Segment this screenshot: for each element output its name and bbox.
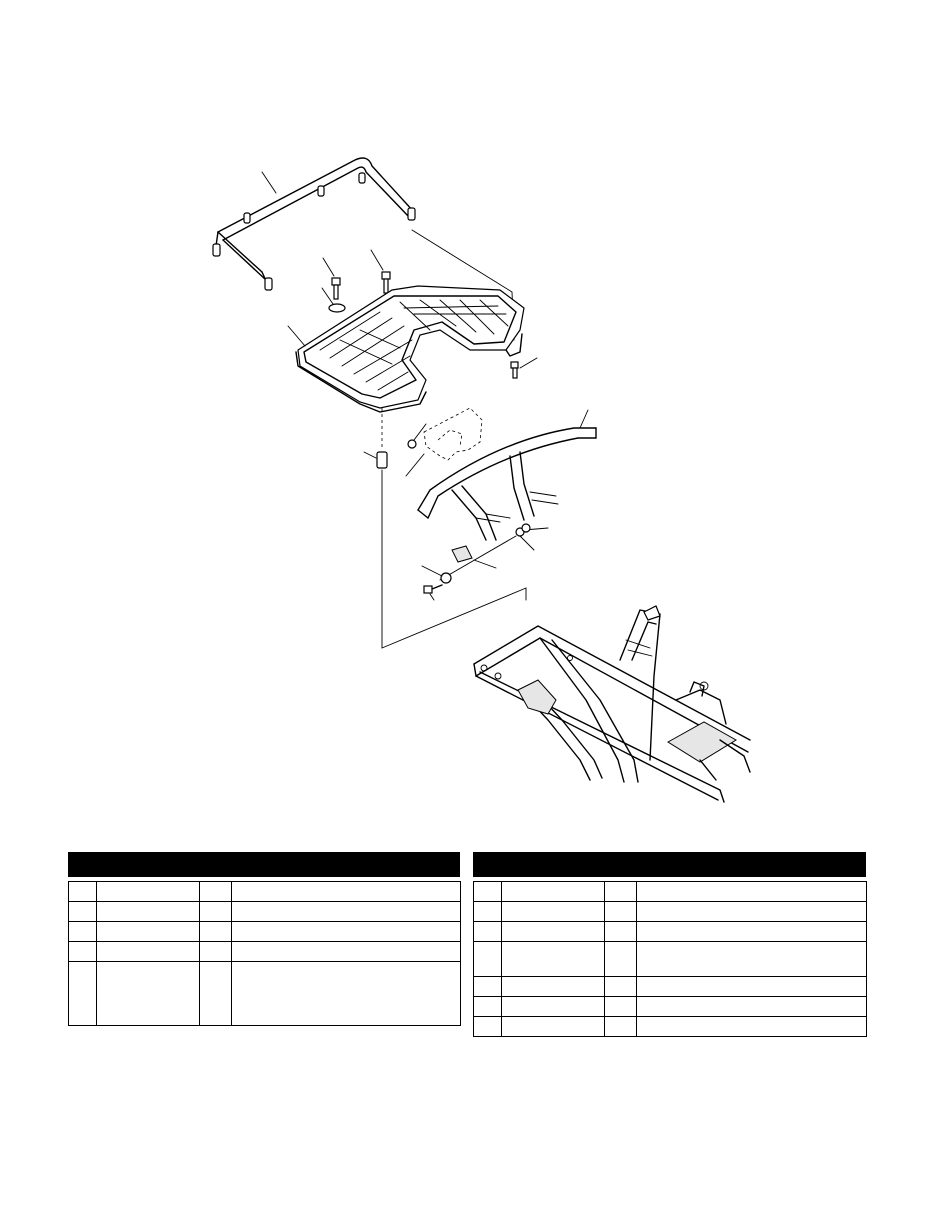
part-no-cell — [501, 881, 605, 902]
leader-washer-lower — [421, 565, 443, 577]
leader-collar — [363, 451, 377, 459]
part-no-cell — [96, 881, 200, 902]
nut-stay — [521, 523, 531, 533]
right-parts-table — [473, 881, 867, 1037]
washer-lower — [440, 572, 452, 584]
ref-cell — [473, 921, 502, 942]
leader-bolt-upper-left — [322, 257, 335, 277]
plate — [451, 545, 473, 563]
description-cell — [636, 1016, 867, 1037]
table-row — [473, 996, 867, 1017]
ref-cell — [473, 941, 502, 977]
qty-cell — [604, 941, 637, 977]
bolt-upper-right — [381, 271, 391, 294]
table-row — [473, 921, 867, 942]
part-no-cell — [501, 1016, 605, 1037]
leader-rack-stay — [579, 409, 589, 429]
description-cell — [231, 901, 461, 922]
table-row — [473, 1016, 867, 1037]
ref-cell — [68, 881, 97, 902]
ref-cell — [68, 901, 97, 922]
part-no-cell — [96, 901, 200, 922]
rear-rack — [295, 285, 525, 413]
part-no-cell — [96, 921, 200, 942]
table-row — [473, 881, 867, 902]
leader-nut-stay — [519, 535, 535, 551]
part-no-cell — [501, 921, 605, 942]
description-cell — [636, 996, 867, 1017]
bolt-rack-right — [510, 361, 519, 379]
bolt-upper-left — [331, 277, 341, 300]
description-cell — [231, 941, 461, 962]
leader-cover-bracket — [405, 453, 425, 477]
fastener-axis — [439, 535, 517, 581]
qty-cell — [604, 921, 637, 942]
description-cell — [636, 976, 867, 997]
part-no-cell — [96, 941, 200, 962]
description-cell — [231, 881, 461, 902]
leader-bolt-lower — [429, 593, 435, 601]
leader-bolt-rack-right — [519, 357, 538, 369]
description-cell — [636, 921, 867, 942]
cover-bracket — [423, 407, 483, 461]
bolt-lower — [423, 584, 443, 594]
description-cell — [636, 941, 867, 977]
part-no-cell — [501, 901, 605, 922]
description-cell — [231, 961, 461, 1026]
ref-cell — [473, 881, 502, 902]
leader-plate — [473, 559, 497, 569]
qty-cell — [604, 881, 637, 902]
alignment-line-collar — [381, 469, 527, 649]
vehicle-frame — [473, 605, 751, 803]
qty-cell — [199, 961, 232, 1026]
right-table-header — [473, 852, 866, 877]
table-row — [68, 881, 461, 902]
ref-cell — [68, 921, 97, 942]
exploded-parts-diagram — [212, 157, 751, 803]
leader-nut-bracket — [413, 423, 427, 441]
left-table-header — [68, 852, 460, 877]
ref-cell — [68, 961, 97, 1026]
part-no-cell — [501, 976, 605, 997]
leader-washer-upper — [321, 287, 334, 305]
part-no-cell — [501, 941, 605, 977]
table-row — [473, 976, 867, 997]
part-no-cell — [96, 961, 200, 1026]
ref-cell — [473, 996, 502, 1017]
qty-cell — [199, 881, 232, 902]
ref-cell — [68, 941, 97, 962]
qty-cell — [199, 921, 232, 942]
qty-cell — [604, 996, 637, 1017]
rack-stay — [417, 427, 597, 541]
table-row — [68, 901, 461, 922]
table-row — [473, 901, 867, 922]
part-no-cell — [501, 996, 605, 1017]
leader-bolt-upper-right — [370, 249, 384, 271]
leader-rear-rack — [287, 325, 306, 347]
left-parts-table — [68, 881, 461, 1026]
description-cell — [636, 901, 867, 922]
qty-cell — [604, 976, 637, 997]
qty-cell — [604, 901, 637, 922]
table-row — [473, 941, 867, 977]
ref-cell — [473, 1016, 502, 1037]
nut-bracket — [407, 439, 417, 449]
qty-cell — [199, 941, 232, 962]
description-cell — [636, 881, 867, 902]
washer-upper — [328, 303, 346, 313]
ref-cell — [473, 976, 502, 997]
table-row — [68, 961, 461, 1026]
handle-bar — [212, 157, 416, 291]
ref-cell — [473, 901, 502, 922]
leader-handle-bar — [261, 171, 277, 194]
table-row — [68, 941, 461, 962]
collar — [376, 451, 388, 469]
description-cell — [231, 921, 461, 942]
table-row — [68, 921, 461, 942]
qty-cell — [199, 901, 232, 922]
qty-cell — [604, 1016, 637, 1037]
